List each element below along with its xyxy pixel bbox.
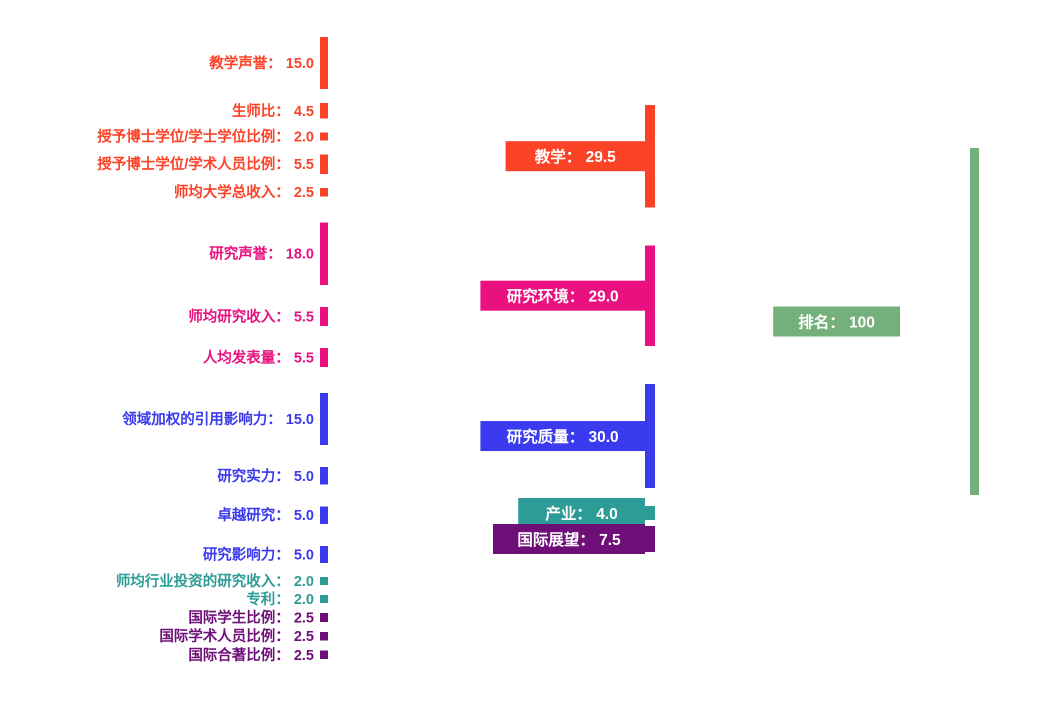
node-label-institution_income: 师均大学总收入： 2.5: [174, 183, 314, 201]
sankey-node-intl_staff[interactable]: [320, 631, 328, 641]
label-layer: 教学声誉： 15.0 生师比： 4.5 授予博士学位/学士学位比例： 2.0 授予博士…: [97, 54, 900, 664]
node-label-box-international[interactable]: 国际展望： 7.5: [493, 523, 645, 554]
node-label-box-ranking[interactable]: 排名： 100: [773, 306, 900, 337]
sankey-link: [655, 455, 970, 520]
sankey-node-research_excellence[interactable]: [320, 506, 328, 524]
node-label-teaching_reputation: 教学声誉： 15.0: [208, 54, 314, 72]
label-text-research_quality: 研究质量： 30.0: [507, 427, 619, 446]
node-label-research_productivity: 人均发表量： 5.5: [203, 349, 314, 367]
node-label-doc_bach_ratio: 授予博士学位/学士学位比例： 2.0: [97, 128, 314, 146]
sankey-node-intl_coauthor[interactable]: [320, 650, 328, 660]
sankey-node-student_staff_ratio[interactable]: [320, 103, 328, 119]
label-background: [505, 141, 645, 172]
sankey-link: [328, 37, 645, 157]
label-text-industry: 产业： 4.0: [545, 504, 617, 523]
sankey-node-doc_staff_ratio[interactable]: [320, 154, 328, 174]
node-layer: [320, 37, 979, 660]
node-label-doc_staff_ratio: 授予博士学位/学术人员比例： 5.5: [97, 155, 314, 173]
node-label-research_reputation: 研究声誉： 18.0: [209, 245, 314, 263]
node-label-industry_income: 师均行业投资的研究收入： 2.0: [116, 572, 314, 590]
label-text-research_env: 研究环境： 29.0: [507, 287, 619, 306]
label-text-ranking: 排名： 100: [798, 313, 875, 332]
sankey-node-research_strength[interactable]: [320, 467, 328, 485]
sankey-link: [328, 188, 645, 208]
node-label-intl_students: 国际学生比例： 2.5: [188, 608, 314, 626]
label-background: [518, 498, 645, 529]
sankey-link: [328, 543, 645, 659]
sankey-node-research_env[interactable]: [645, 245, 655, 346]
node-label-box-teaching[interactable]: 教学： 29.5: [505, 141, 645, 172]
node-label-citation_impact: 领域加权的引用影响力： 15.0: [122, 410, 314, 428]
sankey-link: [655, 469, 970, 552]
sankey-node-doc_bach_ratio[interactable]: [320, 132, 328, 141]
node-label-student_staff_ratio: 生师比： 4.5: [232, 102, 314, 120]
node-label-research_income: 师均研究收入： 5.5: [188, 307, 314, 325]
sankey-node-citation_impact[interactable]: [320, 393, 328, 446]
sankey-node-research_influence[interactable]: [320, 545, 328, 564]
label-background: [480, 421, 645, 452]
sankey-node-industry[interactable]: [645, 506, 655, 520]
node-label-research_strength: 研究实力： 5.0: [217, 467, 314, 485]
sankey-node-teaching_reputation[interactable]: [320, 37, 328, 90]
sankey-node-research_productivity[interactable]: [320, 347, 328, 368]
sankey-node-industry_income[interactable]: [320, 577, 328, 586]
node-label-intl_staff: 国际学术人员比例： 2.5: [159, 627, 314, 645]
label-text-teaching: 教学： 29.5: [535, 147, 616, 166]
label-background: [480, 280, 645, 311]
label-background: [773, 306, 900, 337]
label-text-international: 国际展望： 7.5: [517, 530, 621, 549]
node-label-box-research_quality[interactable]: 研究质量： 30.0: [480, 421, 645, 452]
label-background: [493, 523, 645, 554]
node-label-box-industry[interactable]: 产业： 4.0: [518, 498, 645, 529]
sankey-node-research_quality[interactable]: [645, 383, 655, 489]
sankey-link: [328, 327, 645, 367]
sankey-node-ranking[interactable]: [970, 148, 979, 495]
sankey-node-teaching[interactable]: [645, 105, 655, 208]
sankey-link: [655, 105, 970, 250]
sankey-node-research_reputation[interactable]: [320, 222, 328, 285]
node-label-research_influence: 研究影响力： 5.0: [203, 545, 314, 563]
node-label-box-research_env[interactable]: 研究环境： 29.0: [480, 280, 645, 311]
sankey-node-intl_students[interactable]: [320, 613, 328, 622]
node-label-patents: 专利： 2.0: [246, 590, 314, 608]
sankey-node-institution_income[interactable]: [320, 187, 328, 197]
node-label-intl_coauthor: 国际合著比例： 2.5: [188, 646, 314, 664]
sankey-link: [655, 351, 970, 488]
sankey-node-patents[interactable]: [320, 595, 328, 604]
sankey-node-international[interactable]: [645, 525, 655, 552]
node-label-research_excellence: 卓越研究： 5.0: [217, 506, 314, 524]
sankey-node-research_income[interactable]: [320, 306, 328, 326]
